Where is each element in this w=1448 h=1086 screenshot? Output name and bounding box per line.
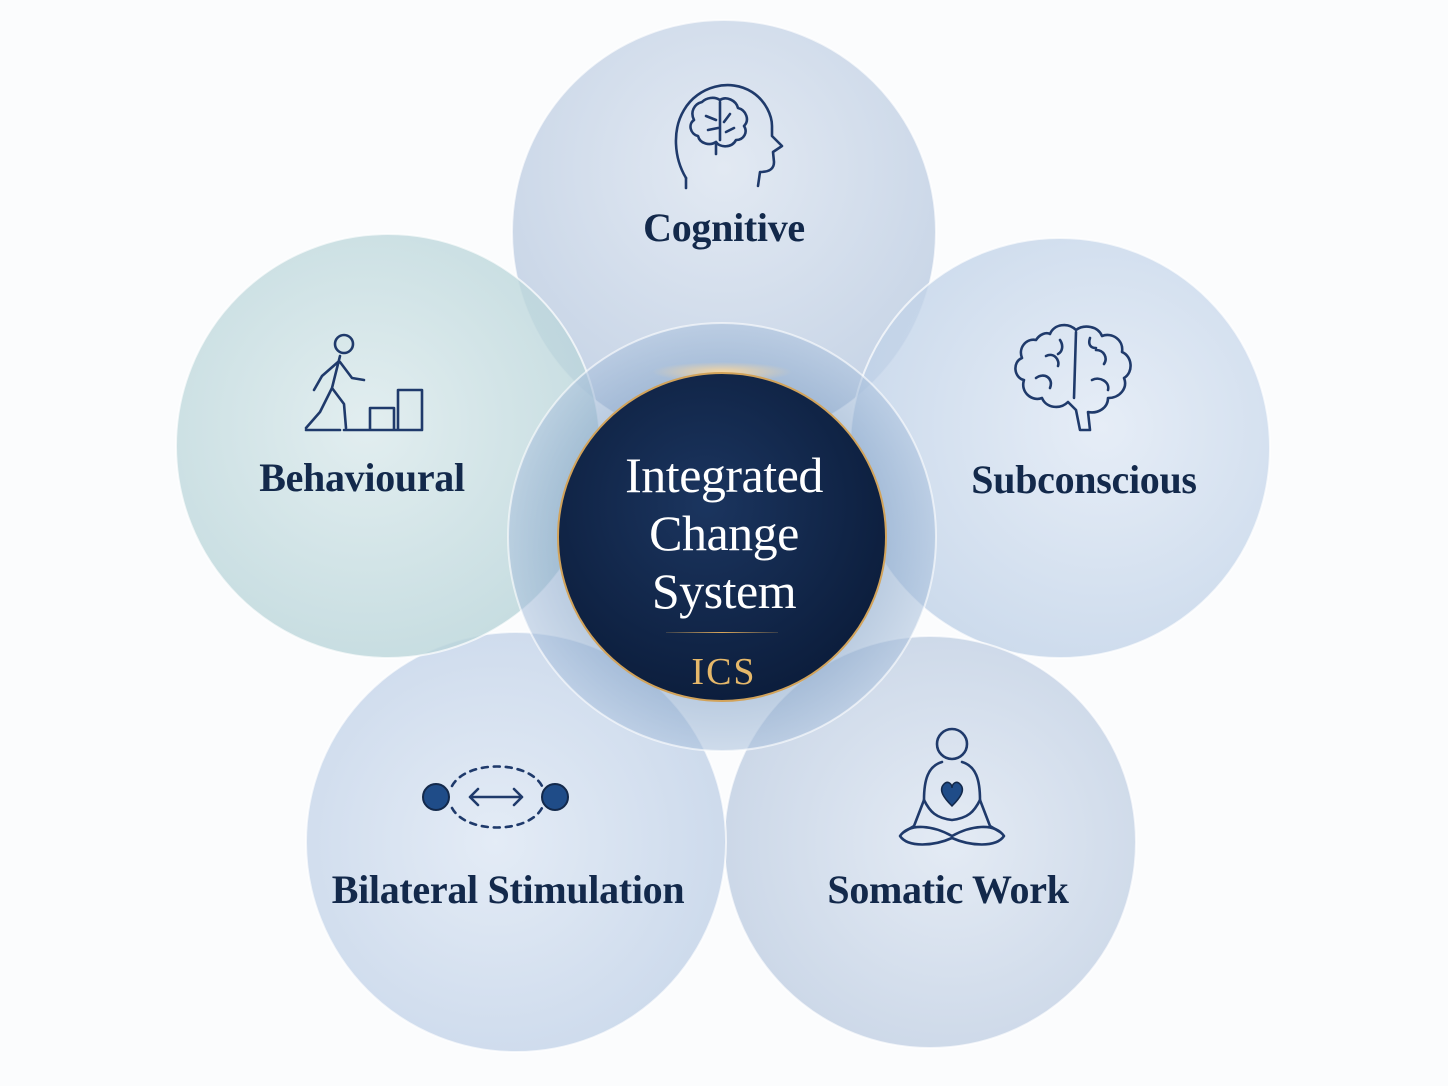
petal-bilateral-stimulation [305, 631, 727, 1053]
center-title-line-2: Change [649, 505, 799, 561]
label-behavioural: Behavioural [259, 455, 465, 500]
label-subconscious: Subconscious [971, 457, 1197, 502]
meditation-heart-icon [898, 727, 1006, 846]
center-divider [666, 632, 778, 633]
center-core [557, 372, 887, 702]
person-climbing-steps-icon [304, 333, 424, 432]
petal-circles [175, 19, 1271, 1053]
label-bilateral-stimulation: Bilateral Stimulation [331, 867, 685, 912]
brain-icon [1014, 323, 1132, 432]
head-brain-icon [674, 83, 784, 190]
label-somatic-work: Somatic Work [827, 867, 1069, 912]
center-title-line-3: System [651, 563, 797, 619]
label-cognitive: Cognitive [643, 205, 805, 250]
bilateral-arrows-icon [422, 765, 569, 829]
center-title: Integrated Change System [564, 446, 884, 620]
center-abbreviation: ICS [691, 651, 757, 693]
center-title-line-1: Integrated [625, 447, 823, 503]
